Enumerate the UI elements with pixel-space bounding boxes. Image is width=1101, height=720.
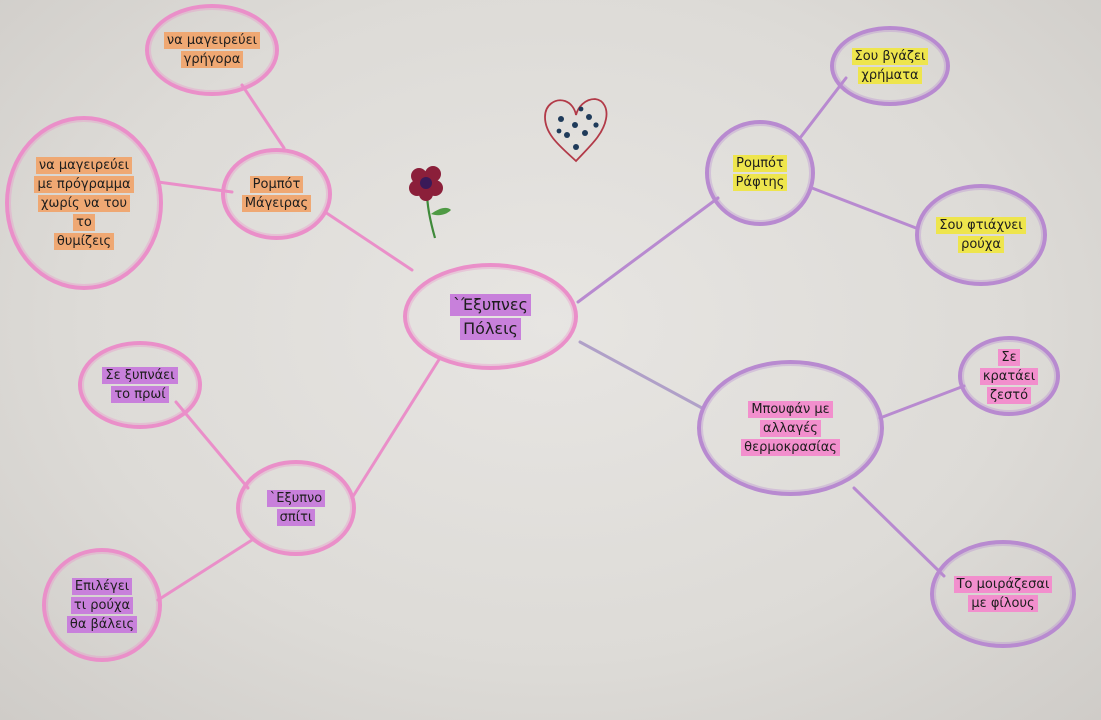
branch-smart-jacket: Μπουφάν με αλλαγές θερμοκρασίας (697, 360, 884, 496)
heart-icon (544, 98, 608, 163)
leaf-tailor-money: Σου βγάζει χρήματα (830, 26, 950, 106)
leaf-house-wakeup: Σε ξυπνάει το πρωί (78, 341, 202, 429)
leaf-jacket-share-line1: Το μοιράζεσαι (953, 576, 1053, 593)
leaf-house-clothes: Επιλέγει τι ρούχα θα βάλεις (42, 548, 162, 662)
link-center-house (350, 356, 442, 500)
link-house-leaf1 (174, 400, 250, 490)
leaf-cook-fast-line1: να μαγειρεύει (163, 32, 261, 49)
link-center-clothes (578, 340, 704, 410)
leaf-jacket-warm: Σε κρατάει ζεστό (958, 336, 1060, 416)
link-center-tailor (576, 196, 720, 304)
leaf-tailor-money-line2: χρήματα (858, 67, 922, 84)
link-cook-leaf2 (156, 180, 234, 194)
branch-smart-house-line1: `Εξυπνο (266, 490, 326, 507)
leaf-house-wakeup-line1: Σε ξυπνάει (102, 367, 178, 384)
link-clothes-leaf1 (878, 384, 966, 420)
branch-robot-cook: Ρομπότ Μάγειρας (221, 148, 332, 240)
branch-robot-tailor-line2: Ράφτης (732, 174, 788, 191)
link-cook-leaf1 (240, 83, 286, 150)
leaf-cook-program-line4: το (73, 213, 95, 231)
link-center-cook (323, 210, 414, 272)
branch-smart-house: `Εξυπνο σπίτι (236, 460, 356, 556)
leaf-house-clothes-line3: θα βάλεις (66, 615, 138, 633)
branch-smart-jacket-line1: Μπουφάν με (748, 400, 833, 418)
leaf-jacket-warm-line3: ζεστό (986, 386, 1032, 404)
branch-smart-jacket-line2: αλλαγές (760, 419, 821, 437)
branch-robot-cook-line2: Μάγειρας (241, 195, 312, 212)
leaf-jacket-warm-line2: κρατάει (979, 367, 1039, 385)
leaf-tailor-makes-clothes-line1: Σου φτιάχνει (936, 217, 1026, 234)
flower-icon (409, 166, 451, 239)
leaf-cook-program-line1: να μαγειρεύει (35, 156, 133, 174)
leaf-tailor-makes-clothes-line2: ρούχα (958, 236, 1004, 253)
leaf-cook-fast-line2: γρήγορα (180, 51, 244, 68)
leaf-cook-program: να μαγειρεύει με πρόγραμμα χωρίς να του … (5, 116, 163, 290)
link-clothes-leaf2 (852, 486, 946, 578)
central-topic-line1: `Έξυπνες (450, 293, 531, 316)
branch-robot-tailor-line1: Ρομπότ (733, 155, 787, 172)
leaf-cook-fast: να μαγειρεύει γρήγορα (145, 4, 279, 96)
branch-robot-tailor: Ρομπότ Ράφτης (705, 120, 815, 226)
link-tailor-leaf2 (810, 186, 918, 230)
central-topic-line2: Πόλεις (460, 317, 521, 340)
branch-smart-jacket-line3: θερμοκρασίας (741, 438, 840, 456)
leaf-jacket-share: Το μοιράζεσαι με φίλους (930, 540, 1076, 648)
central-topic: `Έξυπνες Πόλεις (403, 263, 578, 370)
leaf-jacket-warm-line1: Σε (998, 348, 1020, 366)
leaf-house-clothes-line2: τι ρούχα (70, 596, 134, 614)
leaf-cook-program-line2: με πρόγραμμα (34, 175, 134, 193)
leaf-cook-program-line3: χωρίς να του (37, 194, 131, 212)
branch-robot-cook-line1: Ρομπότ (249, 176, 304, 193)
link-house-leaf2 (156, 538, 254, 602)
leaf-tailor-makes-clothes: Σου φτιάχνει ρούχα (915, 184, 1047, 286)
leaf-house-wakeup-line2: το πρωί (111, 386, 169, 403)
leaf-jacket-share-line2: με φίλους (968, 595, 1038, 612)
branch-smart-house-line2: σπίτι (276, 509, 316, 526)
link-tailor-leaf1 (798, 76, 848, 140)
leaf-house-clothes-line1: Επιλέγει (71, 577, 133, 595)
leaf-tailor-money-line1: Σου βγάζει (851, 48, 929, 65)
leaf-cook-program-line5: θυμίζεις (53, 232, 115, 250)
